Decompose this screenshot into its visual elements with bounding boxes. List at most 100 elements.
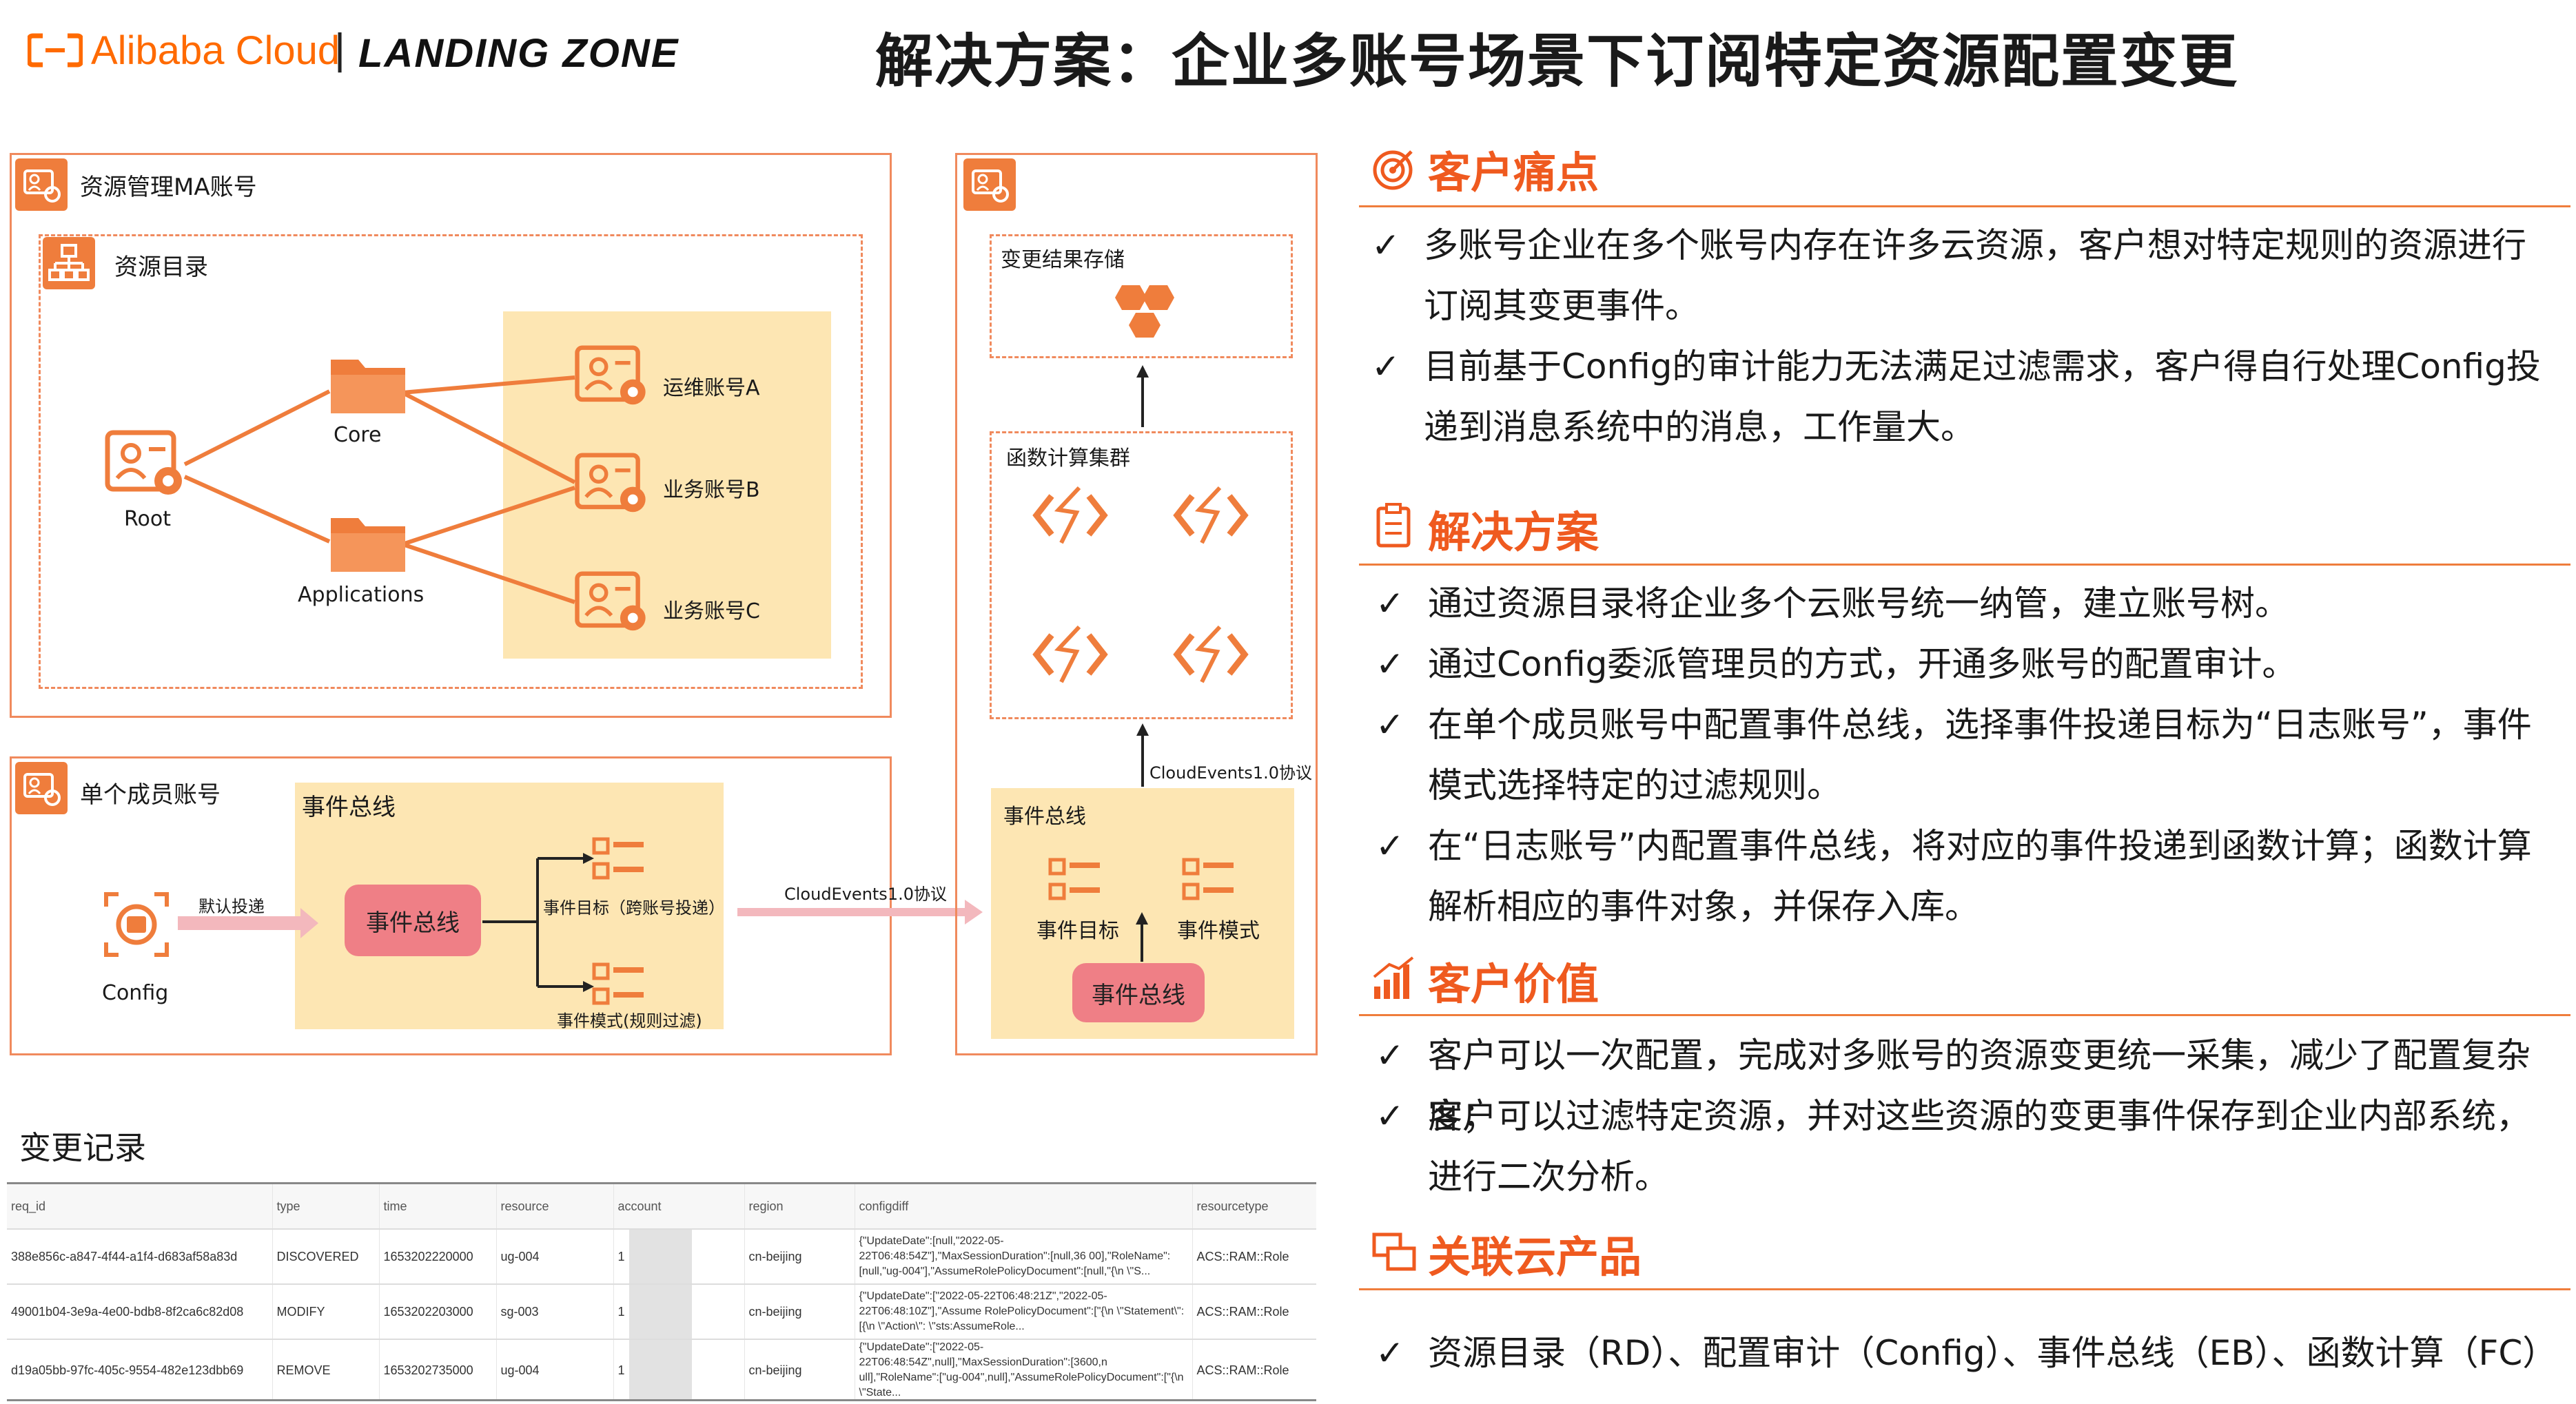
member-account-title: 单个成员账号 (80, 781, 221, 809)
bullet-text: 客户可以过滤特定资源，并对这些资源的变更事件保存到企业内部系统，进行二次分析。 (1428, 1096, 2531, 1197)
member-event-pattern-label: 事件模式(规则过滤) (557, 1011, 702, 1031)
table-cell: {"UpdateDate":["2022-05-22T06:48:21Z","2… (855, 1284, 1193, 1340)
check-icon: ✓ (1371, 347, 1400, 386)
bullet-item: ✓ 在“日志账号”内配置事件总线，将对应的事件投递到函数计算；函数计算解析相应的事… (1376, 816, 2557, 937)
log-event-pattern-label: 事件模式 (1177, 919, 1260, 943)
pain-points-title: 客户痛点 (1428, 147, 1599, 198)
bullet-text: 在单个成员账号中配置事件总线，选择事件投递目标为“日志账号”，事件模式选择特定的… (1428, 705, 2532, 805)
table-cell: 388e856c-a847-4f44-a1f4-d683af58a83d (7, 1229, 273, 1285)
log-event-target-label: 事件目标 (1036, 919, 1119, 943)
biz-account-b-label: 业务账号B (663, 478, 760, 502)
check-icon: ✓ (1376, 826, 1404, 866)
log-event-pattern-icon (1182, 858, 1234, 900)
bullet-item: ✓目前基于Config的审计能力无法满足过滤需求，客户得自行处理Config投递… (1371, 336, 2557, 457)
core-folder-icon (331, 360, 405, 413)
storage-title: 变更结果存储 (1001, 248, 1125, 272)
solution-title: 解决方案 (1428, 507, 1599, 557)
default-delivery-label: 默认投递 (198, 897, 265, 916)
cloudevents-protocol-up-label: CloudEvents1.0协议 (1149, 763, 1312, 783)
check-icon: ✓ (1376, 1333, 1404, 1373)
column-header[interactable]: region (744, 1184, 855, 1230)
log-event-bus: 事件总线 (1072, 963, 1205, 1022)
landing-zone-logo: LANDING ZONE (358, 31, 679, 76)
alibaba-cloud-logo-icon (28, 33, 83, 68)
table-cell: cn-beijing (744, 1339, 855, 1399)
table-cell: REMOVE (272, 1339, 380, 1399)
member-account-box (10, 756, 892, 1055)
column-header[interactable]: type (272, 1184, 380, 1230)
applications-label: Applications (298, 583, 425, 607)
biz-account-c-label: 业务账号C (663, 599, 760, 623)
brand-name: Alibaba Cloud (91, 28, 340, 73)
member-event-pattern-icon (592, 962, 644, 1005)
log-eventbridge-title: 事件总线 (1003, 805, 1086, 829)
solution-divider (1359, 564, 2570, 566)
pain-points-divider (1359, 205, 2570, 207)
related-products-title: 关联云产品 (1428, 1232, 1642, 1282)
root-account-icon (105, 430, 182, 495)
resource-directory-title: 资源目录 (114, 254, 208, 281)
bullet-text: 通过Config委派管理员的方式，开通多账号的配置审计。 (1428, 644, 2297, 684)
config-label: Config (102, 981, 169, 1005)
bullet-item: ✓ 在单个成员账号中配置事件总线，选择事件投递目标为“日志账号”，事件模式选择特定… (1376, 694, 2557, 816)
table-cell: cn-beijing (744, 1284, 855, 1340)
member-event-bus: 事件总线 (345, 885, 481, 956)
storage-box (990, 234, 1293, 358)
check-icon: ✓ (1376, 644, 1404, 684)
table-cell: DISCOVERED (272, 1229, 380, 1285)
function-compute-icon (1173, 625, 1249, 683)
table-cell: d19a05bb-97fc-405c-9554-482e123dbb69 (7, 1339, 273, 1399)
log-event-target-icon (1048, 858, 1100, 900)
check-icon: ✓ (1376, 1096, 1404, 1136)
biz-account-b-icon (575, 453, 646, 513)
value-title: 客户价值 (1428, 959, 1599, 1009)
records-title: 变更记录 (19, 1129, 146, 1166)
column-header[interactable]: resource (496, 1184, 614, 1230)
value-divider (1359, 1014, 2570, 1016)
table-cell: 1653202220000 (379, 1229, 497, 1285)
table-cell: cn-beijing (744, 1229, 855, 1285)
column-header[interactable]: account (613, 1184, 745, 1230)
table-cell: ug-004 (496, 1339, 614, 1399)
account-tree-lines (183, 375, 576, 604)
header: Alibaba Cloud | LANDING ZONE (28, 21, 717, 83)
brand-separator: | (334, 25, 346, 73)
table-cell: 1 (613, 1229, 745, 1285)
target-icon (1373, 150, 1413, 190)
column-header[interactable]: configdiff (855, 1184, 1193, 1230)
bullet-text: 通过资源目录将企业多个云账号统一纳管，建立账号树。 (1428, 584, 2289, 623)
bullet-item: ✓ 客户可以过滤特定资源，并对这些资源的变更事件保存到企业内部系统，进行二次分析。 (1376, 1086, 2557, 1207)
table-cell: ACS::RAM::Role (1192, 1284, 1316, 1340)
column-header[interactable]: req_id (7, 1184, 273, 1230)
ops-account-a-label: 运维账号A (663, 376, 760, 400)
check-icon: ✓ (1376, 705, 1404, 745)
bullet-item: ✓多账号企业在多个账号内存在许多云资源，客户想对特定规则的资源进行订阅其变更事件… (1371, 215, 2557, 336)
log-account-box (955, 153, 1318, 1055)
check-icon: ✓ (1371, 225, 1400, 265)
ops-account-a-icon (575, 345, 646, 405)
bullet-item: ✓通过资源目录将企业多个云账号统一纳管，建立账号树。 (1376, 573, 2557, 634)
biz-account-c-icon (575, 571, 646, 631)
function-compute-icon (1032, 486, 1108, 544)
member-event-target-icon (592, 837, 644, 880)
table-cell: 49001b04-3e9a-4e00-bdb8-8f2ca6c82d08 (7, 1284, 273, 1340)
related-products-icon (1372, 1232, 1416, 1271)
fc-cluster-title: 函数计算集群 (1006, 446, 1130, 471)
table-cell: {"UpdateDate":["2022-05-22T06:48:54Z",nu… (855, 1339, 1193, 1399)
column-header[interactable]: time (379, 1184, 497, 1230)
function-compute-icon (1032, 625, 1108, 683)
bullet-text: 在“日志账号”内配置事件总线，将对应的事件投递到函数计算；函数计算解析相应的事件… (1428, 826, 2532, 927)
page-title: 解决方案：企业多账号场景下订阅特定资源配置变更 (875, 28, 2239, 95)
column-header[interactable]: resourcetype (1192, 1184, 1316, 1230)
ma-account-title: 资源管理MA账号 (80, 174, 257, 201)
config-icon (104, 892, 169, 957)
table-cell: 1653202735000 (379, 1339, 497, 1399)
resource-directory-box (39, 234, 863, 689)
table-cell: ACS::RAM::Role (1192, 1229, 1316, 1285)
